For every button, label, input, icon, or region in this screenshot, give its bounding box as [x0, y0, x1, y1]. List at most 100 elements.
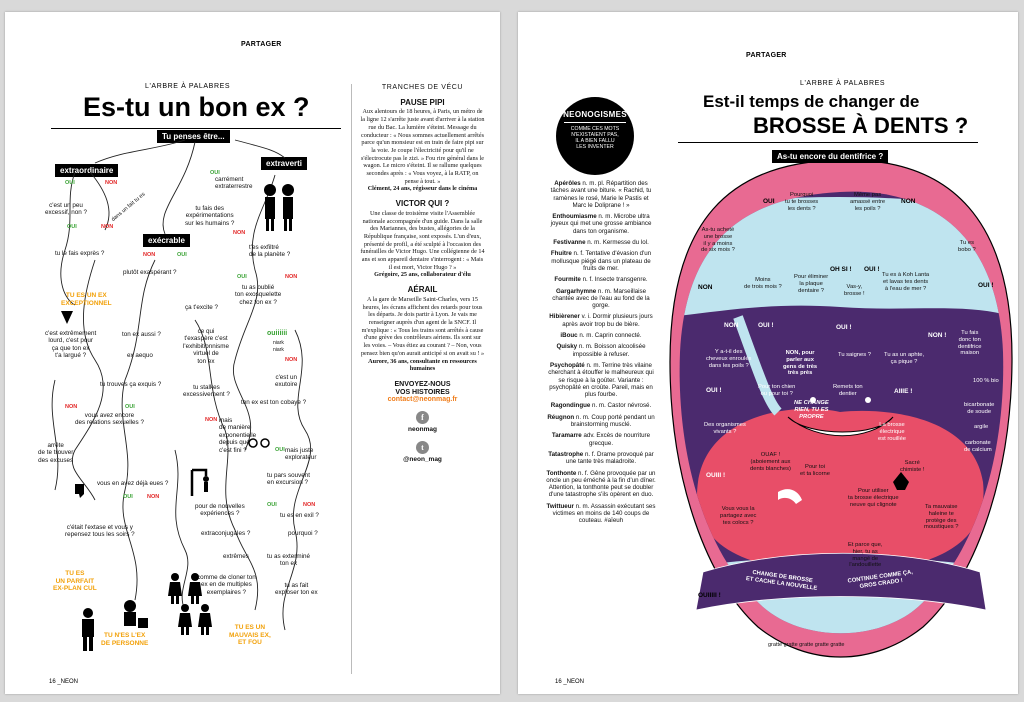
glossary-entry: Tonthonte n. f. Gêne provoquée par un on…	[546, 470, 656, 499]
glossary-definition: n. f. Gêne provoquée par un oncle un peu…	[546, 469, 656, 499]
aiiie-label: AIIIE !	[894, 388, 913, 395]
eye-icon	[865, 397, 871, 403]
glossary-entry: Gargarhymne n. m. Marseillaise chantée a…	[546, 288, 656, 310]
oh-si-label: OH SI !	[830, 266, 852, 273]
no-label: NON	[205, 417, 218, 423]
aliens-icon	[264, 184, 294, 231]
q-plutot: plutôt exaspérant ?	[123, 269, 177, 276]
teddy-dog-icon	[124, 600, 148, 628]
page-title-line1: Est-il temps de changer de	[703, 92, 920, 111]
yes-label: OUI	[237, 274, 247, 280]
thumb-down-icon	[75, 484, 84, 498]
m-argile: argile	[974, 424, 989, 430]
glossary-definition: n. m. Assassin exécutant ses victimes en…	[552, 502, 656, 525]
flow-line	[51, 379, 59, 491]
left-page: PARTAGER L'ARBRE À PALABRES Es-tu un bon…	[5, 12, 500, 694]
m-dentifrice-maison: Tu fais donc ton dentifrice maison	[958, 330, 982, 357]
q-extase: c'était l'extase et vous y repensez tous…	[65, 524, 135, 539]
ouiii-label: OUIII !	[706, 472, 726, 479]
m-saignes: Tu saignes ?	[838, 352, 871, 358]
glossary-definition: n. m. Microbe ultra joyeux qui met une g…	[550, 213, 652, 235]
flow-line	[71, 259, 104, 501]
neonogismes-badge: NEONOGISMES COMME CES MOTS N'EXISTAIENT …	[556, 97, 634, 175]
yes-label: OUI	[267, 502, 277, 508]
m-cheveux: Y a-t-il des cheveux enroulés dans les p…	[706, 349, 752, 369]
flow-line	[162, 141, 196, 235]
yes-label: OUI	[123, 494, 133, 500]
m-haleine: Ta mauvaise haleine te protège des moust…	[924, 504, 959, 531]
q-excite: ça t'excite ?	[185, 304, 219, 311]
right-page: PARTAGER L'ARBRE À PALABRES Est-il temps…	[518, 12, 1018, 694]
mouth-start-box: As-tu encore du dentifrice ?	[772, 150, 889, 163]
glossary-word: Ragondingue	[550, 402, 591, 410]
q-exponentielle: mais de manière exponentielle depuis que…	[219, 417, 257, 454]
flow-line	[94, 139, 186, 164]
rubric: PARTAGER	[746, 52, 787, 59]
glossary-word: Hibièrener	[549, 313, 580, 321]
story-3-title: AÉRAIL	[407, 285, 438, 295]
kicker: L'ARBRE À PALABRES	[800, 80, 886, 87]
column-header: TRANCHES DE VÉCU	[381, 84, 464, 91]
unicorn-icon	[778, 489, 802, 504]
m-bio: 100 % bio	[973, 378, 999, 384]
glossary-definition: n. f. Insecte transgenre.	[580, 276, 648, 284]
skull-icon	[893, 472, 909, 490]
title-separator	[678, 142, 978, 143]
neo-divider	[564, 122, 626, 123]
glossary-definition: n. m. Terrine très vilaine cherchant à é…	[548, 361, 654, 399]
non-ex-label: NON !	[928, 332, 947, 339]
oui-ex-label: OUI !	[706, 387, 722, 394]
page-title: Es-tu un bon ex ?	[83, 92, 310, 122]
facebook-icon[interactable]: f	[416, 411, 429, 425]
glossary-entry: iBouc n. m. Caprin connecté.	[546, 332, 656, 339]
q-excursion: tu pars souvent en excursion ?	[267, 472, 311, 487]
glossary-entry: Enthoumiasme n. m. Microbe ultra joyeux …	[546, 213, 656, 235]
glossary-definition: n. m. Castor névrosé.	[590, 402, 652, 410]
flow-line	[60, 171, 76, 306]
glossary-word: Fourmite	[554, 276, 581, 284]
arrow-down-icon	[61, 311, 73, 324]
q-stalkes: tu stalkes excessivement ?	[183, 384, 230, 399]
m-bobo: Tu es bobo ?	[958, 240, 976, 253]
contact-email[interactable]: contact@neonmag.fr	[387, 396, 458, 404]
glossary-word: Réugnon	[547, 413, 575, 421]
story-2-body: Une classe de troisième visite l'Assembl…	[360, 209, 485, 271]
no-label: NON	[105, 180, 118, 186]
yes-label: OUI	[67, 224, 77, 230]
flow-line	[194, 319, 259, 611]
glossary-definition: n. m. Caprin connecté.	[577, 332, 642, 340]
yes-long-label: ouiiiiii	[267, 330, 288, 337]
twitter-handle[interactable]: @neon_mag	[403, 455, 442, 463]
result-ex-personne: TU N'ES L'EX DE PERSONNE	[101, 632, 149, 647]
eye-icon	[810, 397, 816, 403]
page-title-line2: BROSSE À DENTS ?	[753, 113, 969, 138]
lower-lip-banner	[695, 552, 987, 611]
m-carbonate: carbonate de calcium	[964, 440, 992, 453]
flow-line	[174, 449, 189, 611]
m-ouaf: OUAF ! (aboiement aux dents blanches)	[750, 452, 791, 472]
q-extremes: extrêmes	[223, 553, 249, 560]
q-exutoire: c'est un exutoire	[275, 374, 298, 389]
q-pourquoi: pourquoi ?	[288, 530, 318, 537]
m-remets: Remets ton dentier	[833, 384, 863, 397]
no-label: NON	[233, 230, 246, 236]
q-exosquelette: tu as oublié ton exosquelette chez ton e…	[235, 284, 282, 306]
glossary-definition: v. i. Dormir plusieurs jours après avoir…	[562, 313, 653, 328]
mouth-illustration	[669, 159, 1013, 658]
m-licorne: Pour toi et ta licorne	[800, 464, 830, 477]
glossary-entry: Tatastrophe n. f. Drame provoqué par une…	[546, 451, 656, 466]
glossary: Apérôles n. m. pl. Répartition des tâche…	[546, 180, 656, 529]
facebook-handle[interactable]: neonmag	[408, 426, 437, 434]
branch-extraverti: extraverti	[261, 157, 308, 170]
no-label: NON	[303, 502, 316, 508]
m-chien: Pour ton chien ou pour toi ?	[758, 384, 796, 397]
m-aphte: Tu as un aphte, ça pique ?	[884, 352, 925, 365]
m-ne-change: NE CHANGE RIEN, TU ES PROPRE	[794, 400, 829, 420]
no-label: NON	[65, 404, 78, 410]
twitter-icon[interactable]: t	[416, 440, 429, 454]
glossary-word: Quisky	[556, 343, 578, 351]
story-2-title: VICTOR QUI ?	[395, 199, 450, 209]
glossary-definition: adv. Excès de nourriture grecque.	[581, 432, 651, 447]
m-organismes: Des organismes vivants ?	[704, 422, 746, 435]
q-explorateur: mais juste explorateur	[285, 447, 317, 462]
